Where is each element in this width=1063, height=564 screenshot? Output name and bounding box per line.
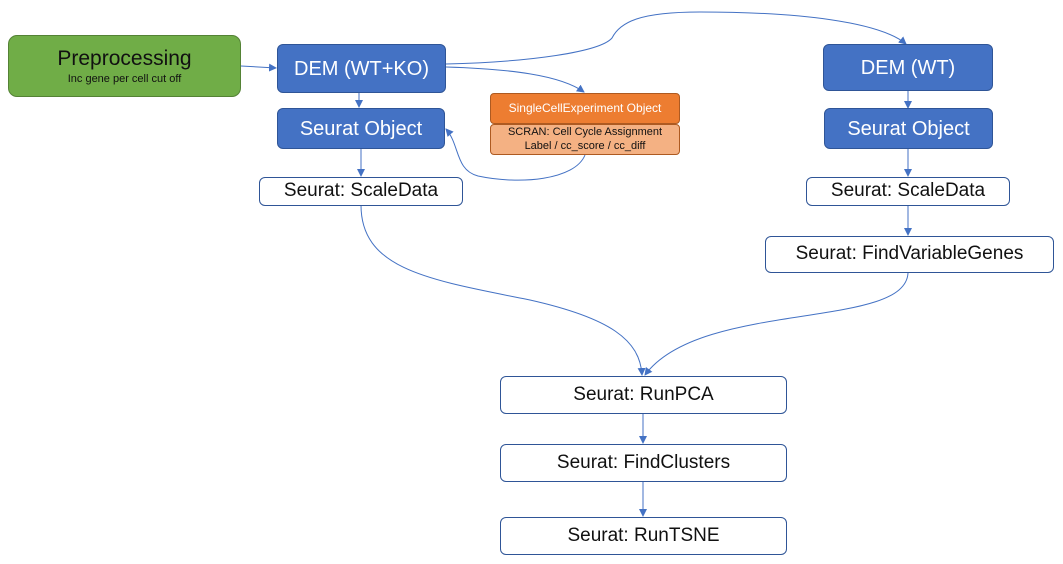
preprocessing-subtitle: Inc gene per cell cut off: [67, 73, 182, 85]
find-clusters-node[interactable]: Seurat: FindClusters: [500, 444, 787, 482]
scran-line-2: Label / cc_score / cc_diff: [524, 139, 646, 152]
scaledata-left-label: Seurat: ScaleData: [283, 180, 439, 202]
dem-wt-node[interactable]: DEM (WT): [823, 44, 993, 91]
edge-dem-wt-ko-to-dem-wt: [445, 11, 907, 65]
single-cell-experiment-node[interactable]: SingleCellExperiment Object: [490, 93, 680, 124]
scran-node[interactable]: SCRAN: Cell Cycle Assignment Label / cc_…: [490, 124, 680, 155]
scaledata-left-node[interactable]: Seurat: ScaleData: [259, 177, 463, 206]
runtsne-node[interactable]: Seurat: RunTSNE: [500, 517, 787, 555]
scaledata-right-label: Seurat: ScaleData: [830, 180, 986, 202]
edge-preprocessing-to-dem-wt-ko: [240, 63, 277, 72]
dem-wt-ko-label: DEM (WT+KO): [294, 57, 429, 80]
preprocessing-node[interactable]: Preprocessing Inc gene per cell cut off: [8, 35, 241, 97]
scaledata-right-node[interactable]: Seurat: ScaleData: [806, 177, 1010, 206]
seurat-object-left-node[interactable]: Seurat Object: [277, 108, 445, 149]
single-cell-experiment-label: SingleCellExperiment Object: [508, 100, 662, 115]
runtsne-label: Seurat: RunTSNE: [567, 524, 720, 546]
find-clusters-label: Seurat: FindClusters: [556, 451, 731, 473]
edge-scran-to-seurat-object: [445, 128, 586, 181]
seurat-object-right-node[interactable]: Seurat Object: [824, 108, 993, 149]
find-variable-genes-label: Seurat: FindVariableGenes: [795, 243, 1024, 265]
seurat-object-left-label: Seurat Object: [299, 117, 423, 140]
edge-scaledata-left-to-runpca: [360, 204, 646, 376]
find-variable-genes-node[interactable]: Seurat: FindVariableGenes: [765, 236, 1054, 273]
runpca-node[interactable]: Seurat: RunPCA: [500, 376, 787, 414]
edge-findvariablegenes-to-runpca: [644, 272, 909, 376]
dem-wt-label: DEM (WT): [860, 56, 956, 79]
seurat-object-right-label: Seurat Object: [847, 117, 970, 140]
preprocessing-title: Preprocessing: [57, 46, 192, 70]
runpca-label: Seurat: RunPCA: [573, 383, 714, 405]
scran-line-1: SCRAN: Cell Cycle Assignment: [507, 126, 663, 139]
edge-dem-wt-ko-to-single-cell-experiment: [445, 66, 585, 93]
dem-wt-ko-node[interactable]: DEM (WT+KO): [277, 44, 446, 93]
